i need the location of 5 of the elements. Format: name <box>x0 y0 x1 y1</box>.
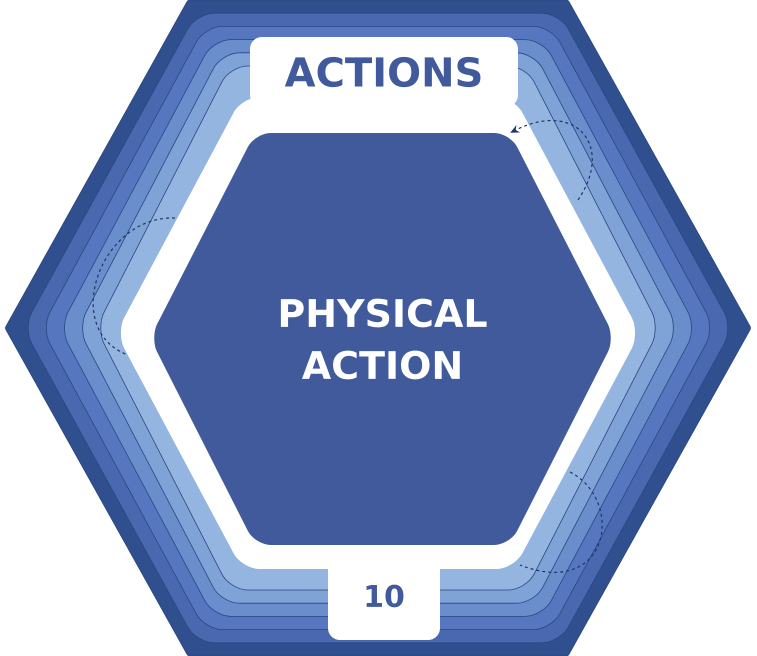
number-tab: 10 <box>328 552 440 640</box>
node-label: 10 <box>366 584 404 608</box>
inner-hexagon: PHYSICAL ACTION <box>154 133 611 545</box>
node-label: ACTIONS <box>284 56 480 88</box>
title-tab: ACTIONS <box>250 37 518 107</box>
